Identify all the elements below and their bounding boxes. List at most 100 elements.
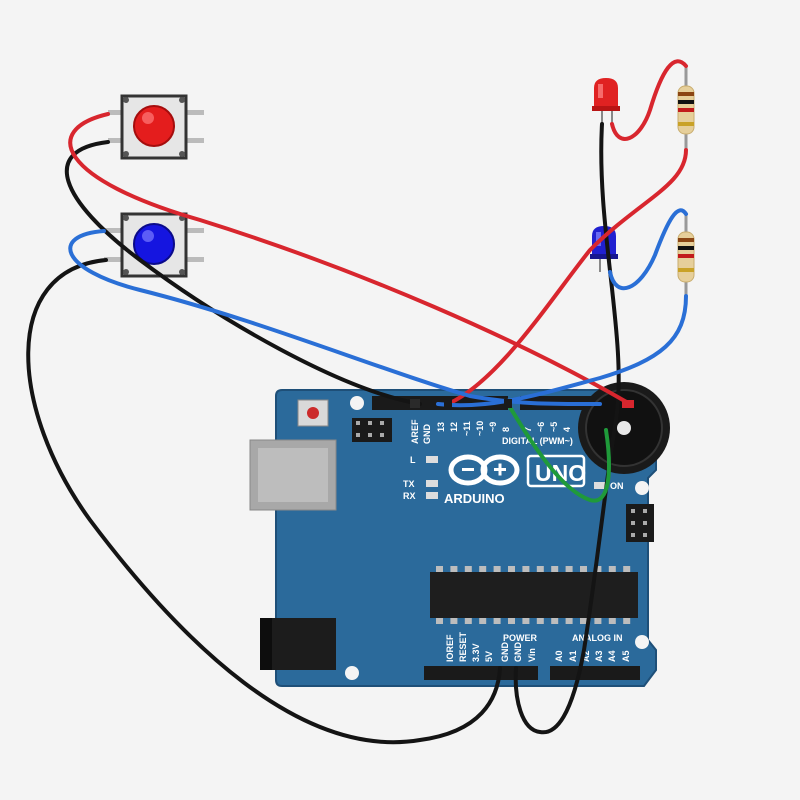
wire-blue-button2[interactable] — [68, 229, 602, 407]
chip-pin — [450, 566, 458, 572]
wire-blue-led-resistor[interactable] — [608, 208, 688, 291]
pin-label-a2: A2 — [581, 650, 591, 662]
pin-label-6: ~6 — [536, 422, 546, 432]
led-on — [594, 482, 606, 489]
led-tx-label: TX — [403, 479, 415, 489]
pin-label-13: 13 — [436, 422, 446, 432]
analog-header — [550, 666, 640, 680]
icsp-header-2 — [626, 504, 654, 542]
led-rx — [426, 492, 438, 499]
wire-blue-resistor[interactable] — [436, 294, 688, 408]
mounting-hole — [635, 481, 649, 495]
wire-green-buzzer[interactable] — [506, 402, 611, 503]
chip-pin — [479, 618, 487, 624]
chip-pin — [493, 566, 501, 572]
uno-frame — [526, 454, 586, 488]
wire-black-button2-gnd[interactable] — [26, 258, 502, 745]
led-on-label: ON — [610, 481, 624, 491]
pin-label-a1: A1 — [568, 650, 578, 662]
led-l — [426, 456, 438, 463]
wire-black-button1-gnd[interactable] — [64, 140, 422, 406]
chip-pin — [623, 618, 631, 624]
usb-port — [249, 439, 337, 511]
pin-label-7: 7 — [523, 427, 533, 432]
pin-label-11: ~11 — [462, 421, 472, 436]
mounting-hole — [345, 666, 359, 680]
analog-caption: ANALOG IN — [572, 633, 623, 643]
pin-label-5: ~5 — [549, 422, 559, 432]
chip-pin — [522, 566, 530, 572]
led-rx-label: RX — [403, 491, 416, 501]
power-pin-labels: IOREF RESET 3.3V 5V GND GND Vin — [445, 631, 537, 662]
mounting-hole — [350, 396, 364, 410]
pin-label-4: 4 — [562, 427, 572, 432]
chip-pin — [536, 566, 544, 572]
pin-label-8: 8 — [501, 427, 511, 432]
pin-label-gnd-2: GND — [513, 642, 523, 663]
arduino-board[interactable]: ARDUINO UNO L TX RX ON DIGITAL (PWM~) PO… — [249, 389, 657, 687]
chip-pin — [464, 566, 472, 572]
pin-label-12: 12 — [449, 422, 459, 432]
led-tx — [426, 480, 438, 487]
chip-pin — [508, 618, 515, 624]
board-model: UNO — [535, 460, 586, 486]
pin-label-5v: 5V — [484, 651, 494, 662]
chip-pin — [608, 618, 616, 624]
push-button-blue[interactable] — [104, 212, 204, 278]
atmega-chip — [430, 566, 638, 624]
arduino-logo — [448, 454, 520, 486]
chip-pin — [594, 618, 602, 624]
board-brand: ARDUINO — [444, 491, 505, 506]
chip-pin — [493, 618, 501, 624]
pin-label-ioref: IOREF — [445, 634, 455, 662]
pin-label-9: ~9 — [488, 422, 498, 432]
chip-pin — [551, 618, 559, 624]
digital-caption: DIGITAL (PWM~) — [502, 436, 573, 446]
chip-pin — [522, 618, 530, 624]
chip-pin — [580, 618, 587, 624]
mounting-hole — [635, 635, 649, 649]
pin-label-vin: Vin — [527, 648, 537, 662]
wires — [26, 59, 688, 745]
analog-pin-labels: A0 A1 A2 A3 A4 A5 — [554, 650, 631, 662]
chip-pin — [623, 566, 631, 572]
chip-pin — [565, 618, 573, 624]
power-caption: POWER — [503, 633, 538, 643]
chip-pin — [436, 566, 443, 572]
wire-red-led-resistor[interactable] — [610, 59, 688, 141]
pin-label-3v3: 3.3V — [471, 643, 481, 662]
resistor-2[interactable] — [677, 214, 695, 296]
wire-red-button1[interactable] — [68, 112, 632, 406]
led-red[interactable] — [592, 78, 620, 124]
led-l-label: L — [410, 455, 416, 465]
icsp-header — [352, 418, 392, 442]
push-button-red[interactable] — [108, 94, 204, 160]
pin-label-gnd: GND — [422, 424, 432, 445]
reset-button[interactable] — [297, 399, 329, 427]
chip-pin — [565, 566, 573, 572]
pin-label-aref: AREF — [410, 419, 420, 444]
chip-pin — [464, 618, 472, 624]
chip-pin — [536, 618, 544, 624]
chip-pin — [551, 566, 559, 572]
piezo-buzzer[interactable] — [578, 382, 670, 474]
chip-pin — [479, 566, 487, 572]
pin-label-a4: A4 — [607, 650, 617, 662]
resistor-1[interactable] — [677, 66, 695, 150]
pin-label-reset: RESET — [458, 631, 468, 662]
chip-pin — [436, 618, 443, 624]
power-jack — [260, 618, 336, 670]
chip-pin — [450, 618, 458, 624]
pin-label-a0: A0 — [554, 650, 564, 662]
chip-pin — [580, 566, 587, 572]
digital-pin-labels: AREF GND 13 12 ~11 ~10 ~9 8 7 ~6 ~5 4 — [410, 419, 572, 444]
power-header — [424, 666, 538, 680]
chip-pin — [508, 566, 515, 572]
wire-black-led-gnd[interactable] — [513, 122, 621, 735]
wire-red-resistor[interactable] — [446, 148, 688, 406]
chip-pin — [594, 566, 602, 572]
pin-label-a5: A5 — [621, 650, 631, 662]
pin-label-gnd-1: GND — [500, 642, 510, 663]
